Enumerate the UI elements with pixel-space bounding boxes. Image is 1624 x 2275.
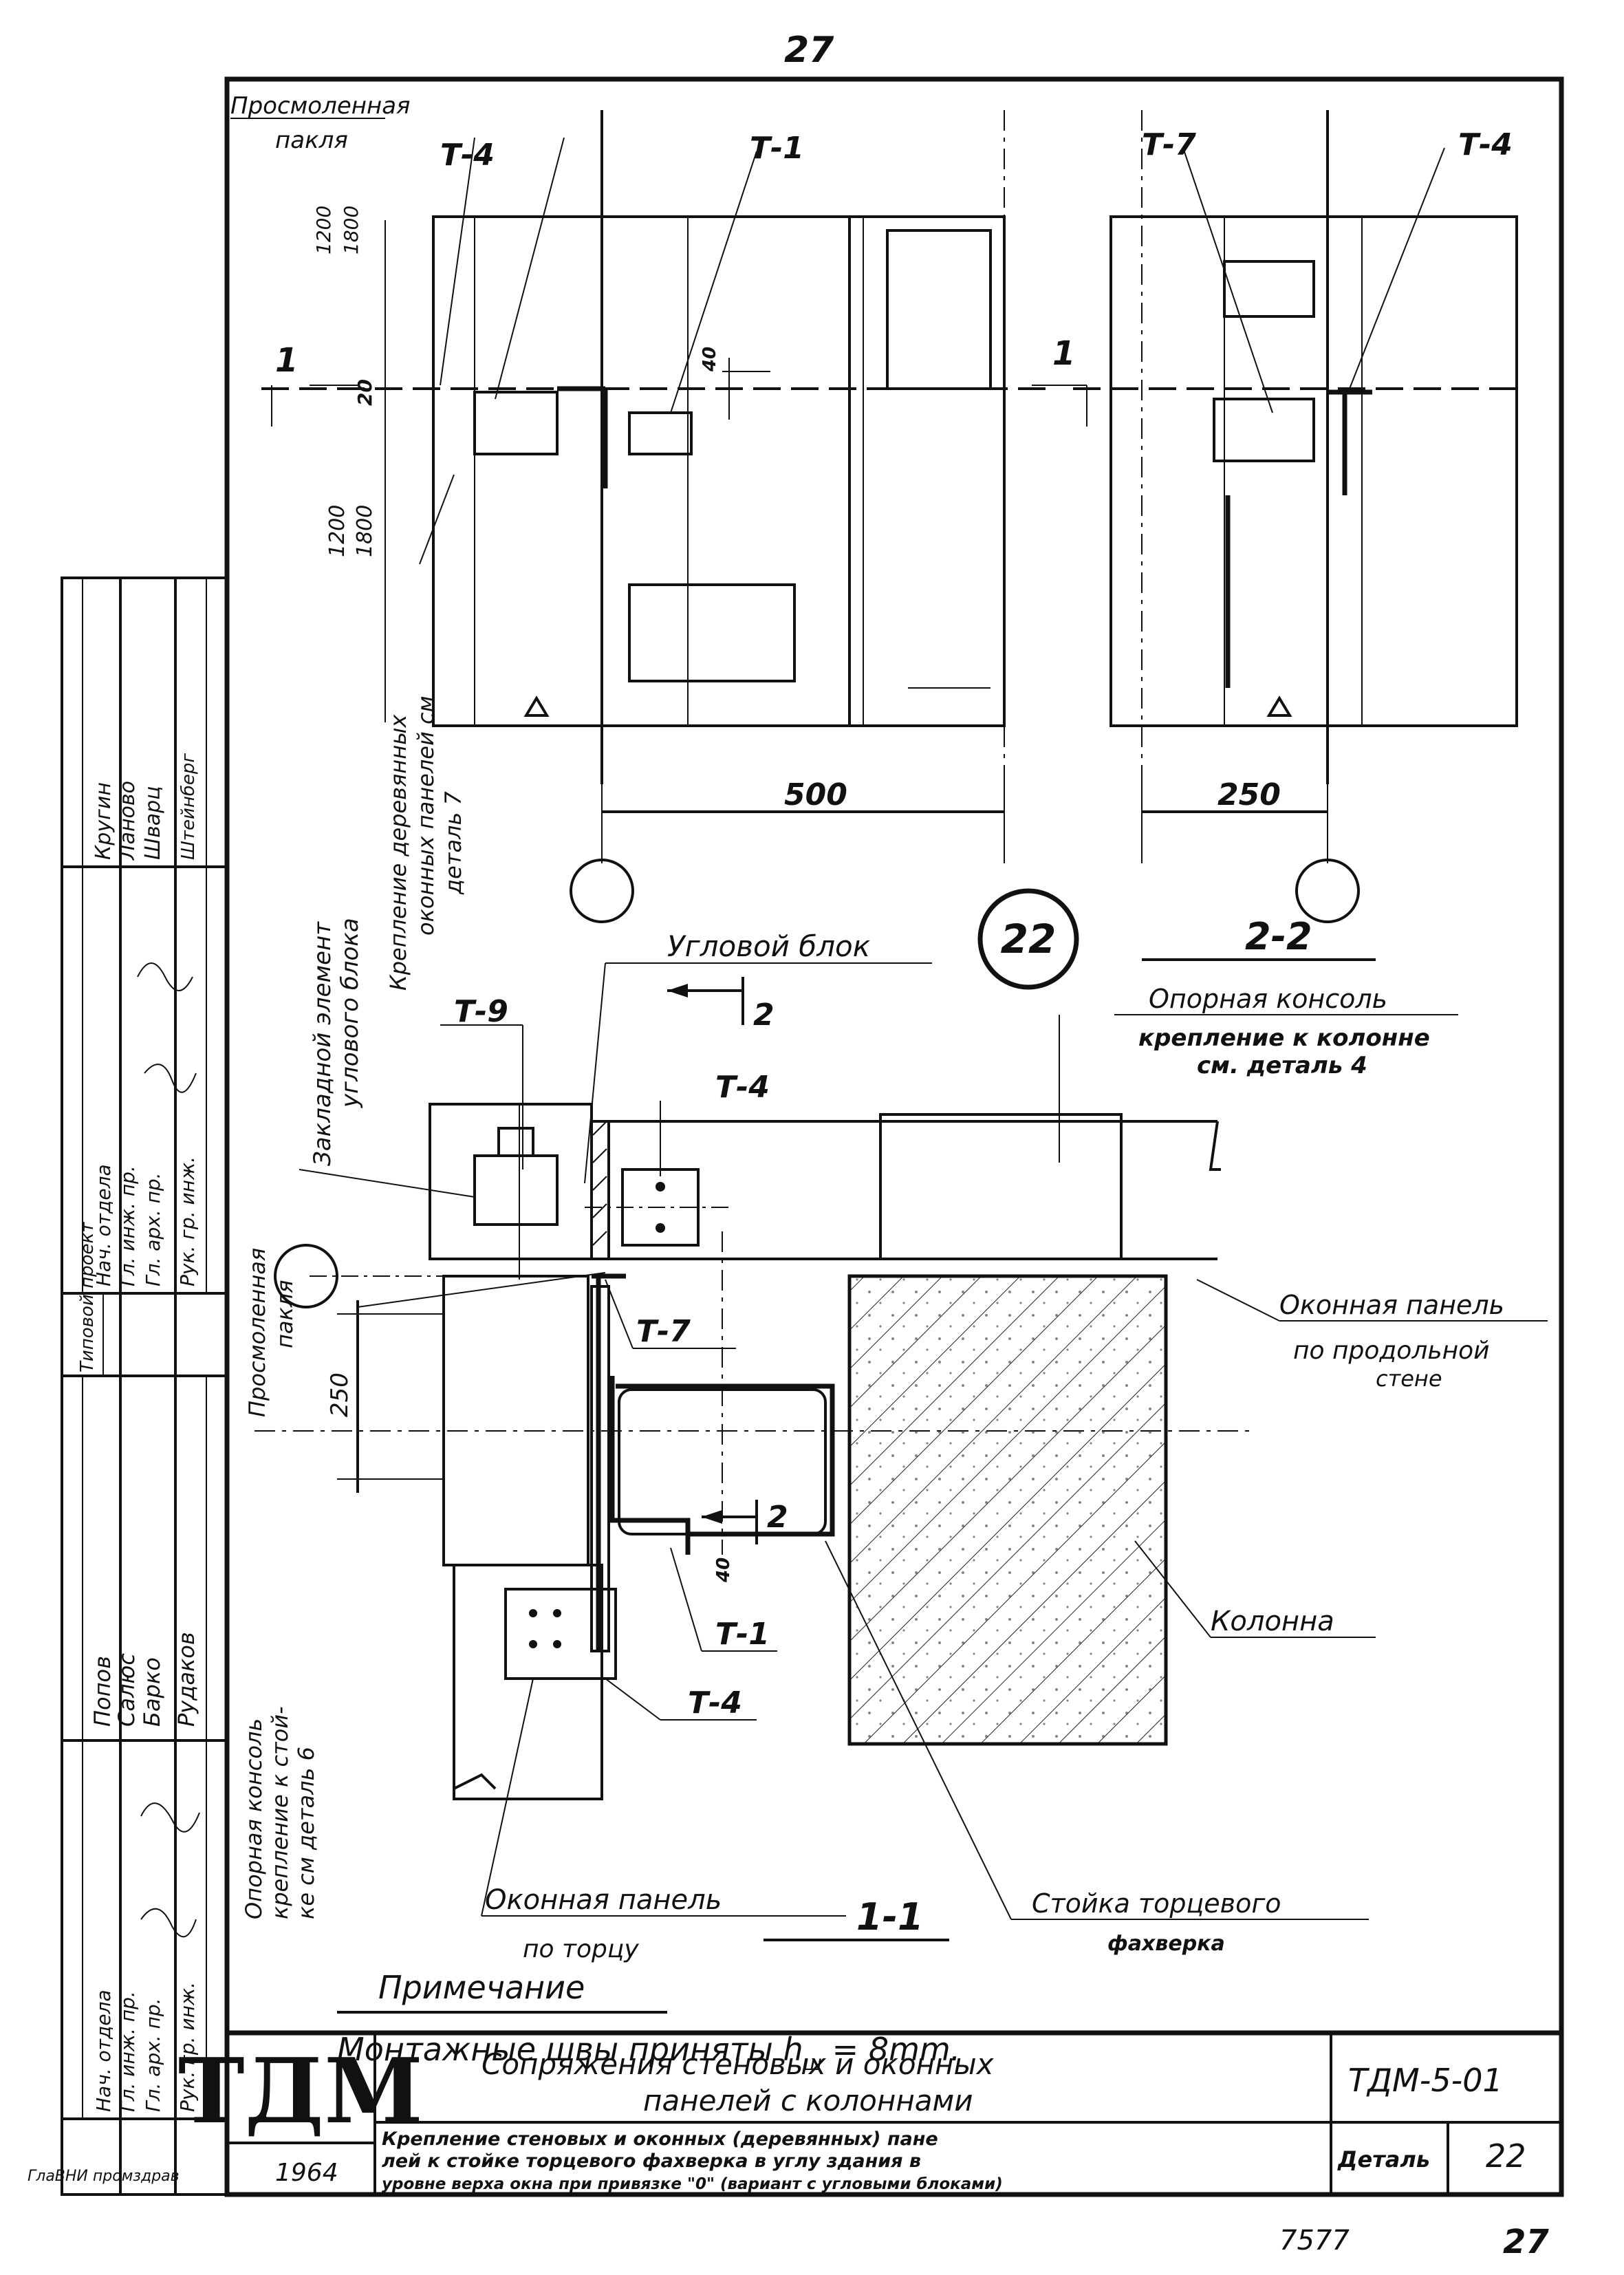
label-embedded-element-1: Закладной элемент xyxy=(309,921,336,1166)
sidebar-row-6-role: Нач. отдела xyxy=(92,1990,115,2112)
sidebar-row-9-role: Рук. гр. инж. xyxy=(176,1982,199,2112)
left-elevation xyxy=(261,110,1046,923)
label-tarred-tow-v-1: Просмоленная xyxy=(244,1248,270,1417)
sidebar-row-4-name: Штейнберг xyxy=(178,753,199,860)
label-post-2: фахверка xyxy=(1107,1932,1225,1956)
sidebar-row-7-role: Гл. инж. пр. xyxy=(116,1991,139,2112)
page-number-bottom: 27 xyxy=(1503,2223,1549,2261)
tag-t1-elevation: Т-1 xyxy=(750,131,804,166)
archive-number: 7577 xyxy=(1279,2225,1350,2256)
tag-t7-plan: Т-7 xyxy=(636,1314,691,1349)
label-bracket-v-1: Опорная консоль xyxy=(241,1718,267,1919)
dim-low-a: 1200 xyxy=(325,505,349,557)
tag-t7-elevation: Т-7 xyxy=(1142,127,1196,162)
tag-t4-plan-top: Т-4 xyxy=(715,1070,770,1105)
sidebar-row-8-role: Гл. арх. пр. xyxy=(142,1998,164,2112)
sidebar-row-1-role: Нач. отдела xyxy=(92,1164,115,1286)
dim-top-b: 1800 xyxy=(340,206,362,255)
label-bracket-title: Опорная консоль xyxy=(1149,984,1387,1014)
dim-250-elevation: 250 xyxy=(1217,777,1281,812)
dim-500: 500 xyxy=(784,777,847,812)
label-tarred-tow-top-2: пакля xyxy=(275,127,348,154)
section-title-1-1: 1-1 xyxy=(856,1895,924,1939)
label-window-panel-long-3: стене xyxy=(1376,1366,1442,1392)
section-title-2-2: 2-2 xyxy=(1245,915,1312,958)
tag-t4-elevation-left: Т-4 xyxy=(440,138,495,173)
plan-leaders xyxy=(299,962,1548,1920)
sidebar-row-7-name: Салюс xyxy=(113,1653,140,1727)
dim-gap-elevation: 40 xyxy=(700,347,720,372)
title-desc-3: уровне верха окна при привязке "0" (вари… xyxy=(382,2175,1003,2193)
sidebar-row-8-name: Барко xyxy=(139,1657,165,1727)
section-mark-right: 1 xyxy=(1052,334,1075,373)
sidebar-row-2-role: Гл. инж. пр. xyxy=(116,1165,139,1286)
dim-top-a: 1200 xyxy=(312,206,335,255)
label-tarred-tow-top-1: Просмоленная xyxy=(230,92,411,120)
tag-t4-plan-bottom: Т-4 xyxy=(688,1685,742,1721)
vertical-note-wood-panels-3: деталь 7 xyxy=(440,790,466,895)
sidebar-row-3-name: Шварц xyxy=(141,786,165,860)
title-block xyxy=(227,2030,1561,2195)
title-line-1: Сопряжения стеновых и оконных xyxy=(481,2047,995,2081)
logo-tdm: ТДМ xyxy=(178,2038,423,2144)
title-desc-2: лей к стойке торцевого фахверка в углу з… xyxy=(382,2150,921,2172)
dim-40-plan: 40 xyxy=(713,1557,734,1583)
sidebar-row-2-name: Ланово xyxy=(116,781,140,861)
sidebar-project-label: Типовой проект xyxy=(77,1222,98,1372)
label-column: Колонна xyxy=(1211,1606,1334,1637)
label-bracket-v-3: ке см деталь 6 xyxy=(293,1747,319,1919)
label-tarred-tow-v-2: пакля xyxy=(272,1280,298,1348)
label-corner-block: Угловой блок xyxy=(667,929,871,963)
section-mark-plan-mid: 2 xyxy=(767,1500,788,1535)
dim-250-plan: 250 xyxy=(326,1372,354,1417)
note-text: Монтажные швы приняты hш = 8mm. xyxy=(337,2031,960,2075)
detail-number: 22 xyxy=(1001,916,1057,962)
tag-t1-plan: Т-1 xyxy=(715,1617,770,1652)
tag-t4-elevation-right: Т-4 xyxy=(1458,127,1513,162)
page-number-top: 27 xyxy=(784,30,834,71)
title-desc-1: Крепление стеновых и оконных (деревянных… xyxy=(382,2128,938,2150)
label-window-panel-end-1: Оконная панель xyxy=(485,1884,722,1916)
vertical-note-wood-panels-2: оконных панелей см xyxy=(413,696,439,936)
drawing-code: ТДМ-5-01 xyxy=(1348,2062,1503,2099)
detail-number-circle xyxy=(977,888,1079,990)
sidebar-stamp xyxy=(61,576,228,2196)
detail-label: Деталь xyxy=(1337,2146,1430,2172)
label-bracket-note-2: см. деталь 4 xyxy=(1197,1052,1367,1079)
label-window-panel-end-2: по торцу xyxy=(523,1935,639,1963)
title-block-year: 1964 xyxy=(275,2159,338,2187)
label-bracket-note-1: крепление к колонне xyxy=(1138,1024,1430,1052)
label-embedded-element-2: углового блока xyxy=(336,918,364,1108)
section-mark-plan-top: 2 xyxy=(753,998,775,1033)
section-mark-left: 1 xyxy=(275,341,298,380)
label-window-panel-long-1: Оконная панель xyxy=(1279,1290,1504,1320)
sidebar-row-4-role: Рук. гр. инж. xyxy=(176,1156,199,1286)
vertical-note-wood-panels-1: Крепление деревянных xyxy=(385,714,411,991)
sidebar-stamp-bottom: ГлаВНИ промздрав xyxy=(28,2168,180,2185)
plan-section xyxy=(255,977,1252,1800)
sidebar-row-6-name: Попов xyxy=(89,1656,116,1727)
detail-value: 22 xyxy=(1486,2137,1526,2175)
title-line-2: панелей с колоннами xyxy=(643,2084,973,2117)
label-post-1: Стойка торцевого xyxy=(1032,1888,1281,1919)
label-window-panel-long-2: по продольной xyxy=(1293,1337,1490,1365)
tag-t9: Т-9 xyxy=(454,994,508,1029)
note-title: Примечание xyxy=(378,1969,585,2006)
dim-mid: 20 xyxy=(354,379,376,406)
right-elevation xyxy=(1032,110,1527,923)
dim-low-b: 1800 xyxy=(353,505,377,557)
sidebar-row-1-name: Кругин xyxy=(91,782,116,860)
sidebar-row-3-role: Гл. арх. пр. xyxy=(142,1172,164,1286)
sidebar-row-9-name: Рудаков xyxy=(173,1632,199,1727)
label-bracket-v-2: крепление к стой- xyxy=(267,1706,293,1919)
